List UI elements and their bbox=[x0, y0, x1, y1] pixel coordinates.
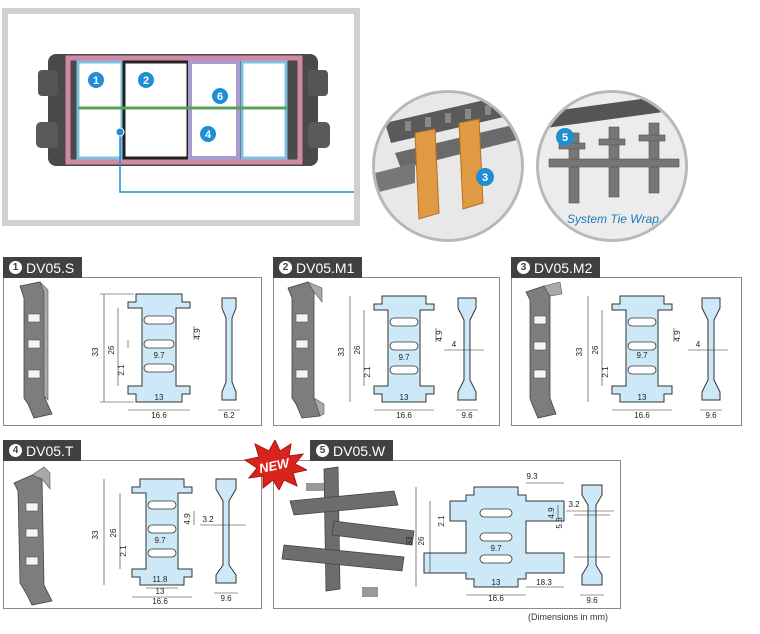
svg-text:18.3: 18.3 bbox=[536, 578, 552, 587]
panel-tab: 3 DV05.M2 bbox=[511, 257, 601, 278]
zoom-view-separator: 3 bbox=[372, 90, 524, 242]
overview-frame: 1 2 6 4 bbox=[2, 8, 376, 226]
svg-text:16.6: 16.6 bbox=[634, 411, 650, 420]
svg-text:16.6: 16.6 bbox=[151, 411, 167, 420]
tab-number: 2 bbox=[279, 261, 292, 274]
model-name: DV05.M2 bbox=[534, 259, 593, 276]
panel-tab: 5 DV05.W bbox=[310, 440, 394, 461]
svg-text:4: 4 bbox=[452, 340, 457, 349]
panel-tab: 4 DV05.T bbox=[3, 440, 82, 461]
panel-dv05-m2: 3 DV05.M2 33 26 2.1 9.7 4.9 13 16.6 4 9.… bbox=[511, 257, 742, 426]
svg-text:13: 13 bbox=[155, 393, 164, 402]
svg-text:5: 5 bbox=[562, 132, 568, 144]
svg-text:1: 1 bbox=[93, 75, 99, 87]
panel-dv05-m1: 2 DV05.M1 33 26 2.1 9.7 4.9 13 16.6 4 9.… bbox=[273, 257, 500, 426]
chain-cross-section-illustration: 1 2 6 4 bbox=[36, 54, 376, 193]
svg-text:9.7: 9.7 bbox=[398, 353, 410, 362]
svg-text:2.1: 2.1 bbox=[363, 366, 372, 378]
svg-text:9.6: 9.6 bbox=[461, 411, 473, 420]
tab-number: 5 bbox=[316, 444, 329, 457]
svg-text:26: 26 bbox=[107, 345, 116, 354]
svg-text:9.7: 9.7 bbox=[490, 544, 502, 553]
svg-text:2.1: 2.1 bbox=[119, 545, 128, 557]
svg-text:9.6: 9.6 bbox=[705, 411, 717, 420]
svg-text:2: 2 bbox=[143, 75, 149, 87]
svg-text:13: 13 bbox=[400, 393, 409, 402]
svg-text:13: 13 bbox=[156, 587, 165, 596]
svg-text:4.9: 4.9 bbox=[193, 328, 202, 340]
svg-text:2.1: 2.1 bbox=[117, 364, 126, 376]
svg-text:NEW: NEW bbox=[258, 455, 292, 476]
svg-text:9.6: 9.6 bbox=[586, 596, 598, 605]
svg-text:2.1: 2.1 bbox=[437, 515, 446, 527]
svg-text:5.6: 5.6 bbox=[555, 517, 564, 529]
svg-text:3: 3 bbox=[482, 172, 488, 184]
tie-wrap-label: System Tie Wrap bbox=[567, 212, 659, 226]
svg-text:13: 13 bbox=[638, 393, 647, 402]
svg-text:9.7: 9.7 bbox=[153, 351, 165, 360]
svg-text:9.7: 9.7 bbox=[154, 536, 166, 545]
svg-text:33: 33 bbox=[337, 347, 346, 356]
dv05-m2-drawing: 33 26 2.1 9.7 4.9 13 16.6 4 9.6 bbox=[525, 281, 728, 420]
svg-text:33: 33 bbox=[91, 530, 100, 539]
callout-badge: 1 bbox=[88, 72, 104, 88]
svg-text:33: 33 bbox=[91, 347, 100, 356]
tab-number: 3 bbox=[517, 261, 530, 274]
svg-text:4.9: 4.9 bbox=[673, 330, 682, 342]
svg-text:26: 26 bbox=[417, 536, 426, 545]
svg-text:6: 6 bbox=[217, 91, 223, 103]
dv05-w-drawing: 9.3 33 26 2.1 9.7 4.9 5.6 13 16.6 18.3 3… bbox=[281, 466, 614, 605]
panel-tab: 1 DV05.S bbox=[3, 257, 83, 278]
svg-text:4: 4 bbox=[696, 340, 701, 349]
svg-text:3.2: 3.2 bbox=[568, 500, 580, 509]
dv05-t-drawing: 33 26 2.1 9.7 4.9 11.8 13 16.6 3.2 9.6 bbox=[13, 466, 246, 606]
svg-text:33: 33 bbox=[575, 347, 584, 356]
svg-text:26: 26 bbox=[591, 345, 600, 354]
svg-text:9.7: 9.7 bbox=[636, 351, 648, 360]
panel-dv05-s: 1 DV05.S 33 26 2.1 9.7 4.9 13 16.6 6.2 bbox=[3, 257, 262, 426]
svg-text:9.3: 9.3 bbox=[526, 472, 538, 481]
model-name: DV05.T bbox=[26, 442, 74, 459]
model-name: DV05.W bbox=[333, 442, 386, 459]
svg-text:26: 26 bbox=[109, 528, 118, 537]
callout-badge: 6 bbox=[212, 88, 228, 104]
panel-dv05-t: 4 DV05.T 33 26 2.1 9.7 4.9 11.8 13 16.6 … bbox=[3, 440, 262, 609]
svg-text:9.6: 9.6 bbox=[220, 594, 232, 603]
svg-text:16.6: 16.6 bbox=[152, 597, 168, 606]
dv05-m1-drawing: 33 26 2.1 9.7 4.9 13 16.6 4 9.6 bbox=[287, 281, 484, 420]
svg-text:16.6: 16.6 bbox=[488, 594, 504, 603]
svg-text:16.6: 16.6 bbox=[396, 411, 412, 420]
callout-badge: 4 bbox=[200, 126, 216, 142]
model-name: DV05.S bbox=[26, 259, 75, 276]
dimensions-note: (Dimensions in mm) bbox=[528, 612, 609, 622]
callout-badge: 2 bbox=[138, 72, 154, 88]
svg-text:4: 4 bbox=[205, 129, 212, 141]
new-badge: NEW bbox=[243, 438, 309, 492]
tab-number: 4 bbox=[9, 444, 22, 457]
model-name: DV05.M1 bbox=[296, 259, 355, 276]
panel-tab: 2 DV05.M1 bbox=[273, 257, 363, 278]
svg-text:3.2: 3.2 bbox=[202, 515, 214, 524]
dv05-s-drawing: 33 26 2.1 9.7 4.9 13 16.6 6.2 bbox=[19, 281, 240, 420]
svg-text:6.2: 6.2 bbox=[223, 411, 235, 420]
svg-text:4.9: 4.9 bbox=[183, 513, 192, 525]
panel-dv05-w: 5 DV05.W 9.3 33 26 2.1 9.7 4.9 5.6 13 bbox=[273, 440, 621, 609]
zoom-view-tie-wrap: 5 System Tie Wrap bbox=[536, 90, 688, 242]
svg-text:2.1: 2.1 bbox=[601, 366, 610, 378]
svg-text:33: 33 bbox=[405, 536, 414, 545]
svg-text:4.9: 4.9 bbox=[435, 330, 444, 342]
svg-text:26: 26 bbox=[353, 345, 362, 354]
svg-text:11.8: 11.8 bbox=[153, 575, 169, 584]
svg-text:13: 13 bbox=[492, 578, 501, 587]
tab-number: 1 bbox=[9, 261, 22, 274]
svg-text:4.9: 4.9 bbox=[547, 507, 556, 519]
